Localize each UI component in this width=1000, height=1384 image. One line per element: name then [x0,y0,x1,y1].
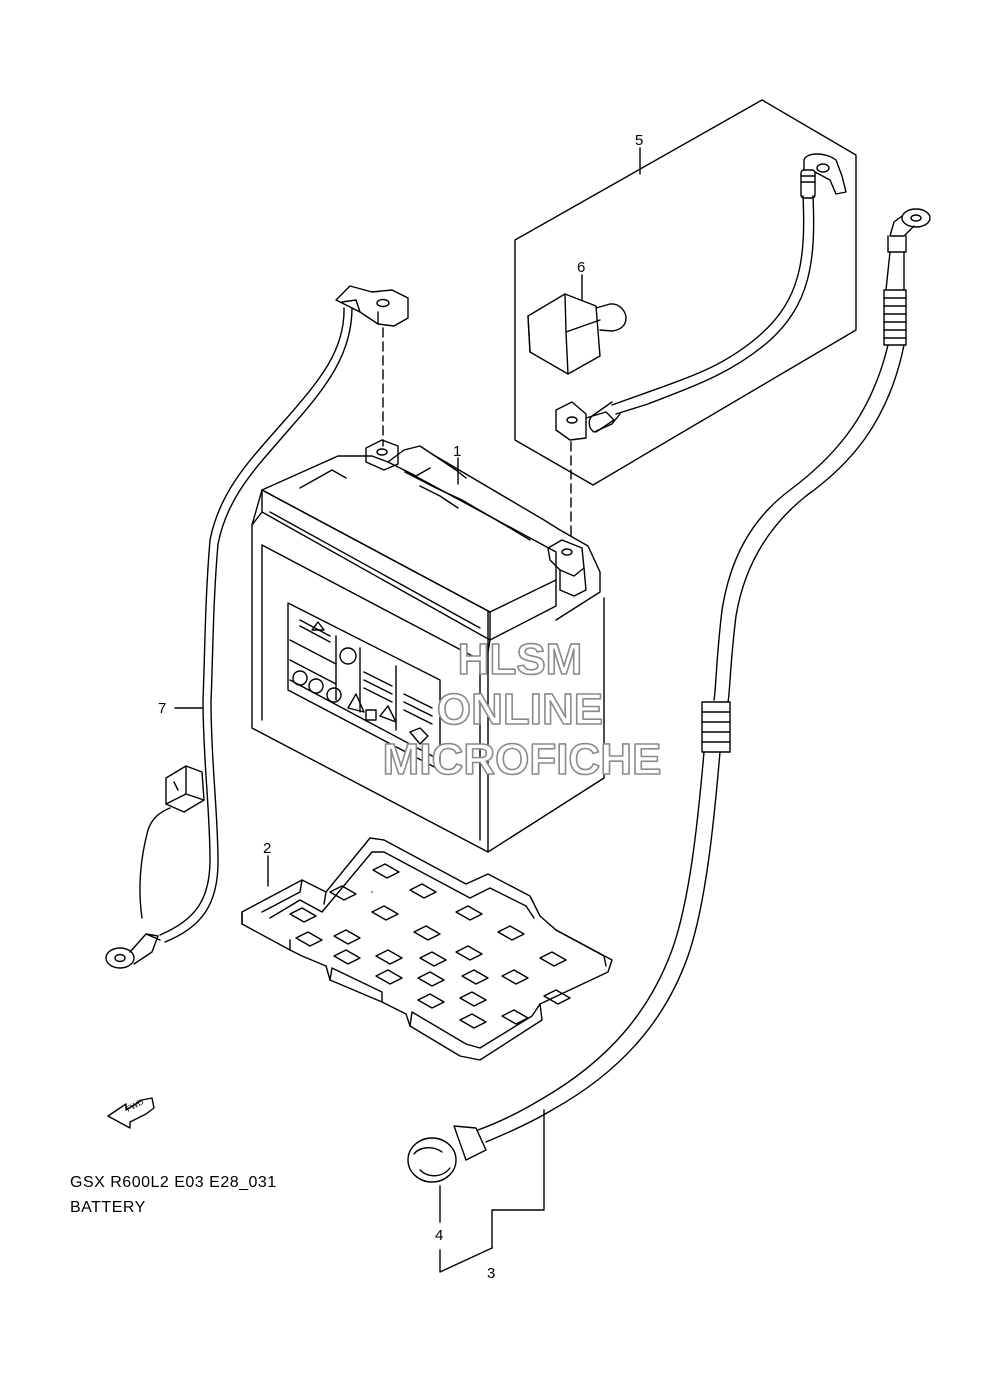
kit-outline-box [514,99,857,486]
leader-lines [174,147,641,1273]
callout-numbers: 5 6 1 2 7 4 3 [158,132,643,1282]
callout-4: 4 [435,1227,443,1244]
watermark-line-3: MICROFICHE [383,735,662,784]
watermark-line-1: HLSM [458,635,583,684]
terminal-cover-part-6 [527,293,627,375]
battery-tray-part-2 [241,837,613,1061]
callout-2: 2 [263,840,271,857]
watermark: HLSM ONLINE MICROFICHE [382,634,662,785]
diagram-title: BATTERY [70,1199,146,1216]
callout-7: 7 [158,700,166,717]
ground-cable-part-3 [407,208,931,1183]
watermark-line-2: ONLINE [437,685,603,734]
positive-lead-cable [555,153,847,441]
model-code-caption: GSX R600L2 E03 E28_031 [70,1174,277,1191]
callout-5: 5 [635,132,643,149]
callout-1: 1 [453,443,461,460]
callout-3: 3 [487,1265,495,1282]
forward-arrow-icon: FWD [107,1097,155,1129]
callout-6: 6 [577,259,585,276]
assembly-dash-lines [382,327,572,541]
wire-harness-part-7 [105,285,409,969]
battery-part-1 [251,439,605,853]
